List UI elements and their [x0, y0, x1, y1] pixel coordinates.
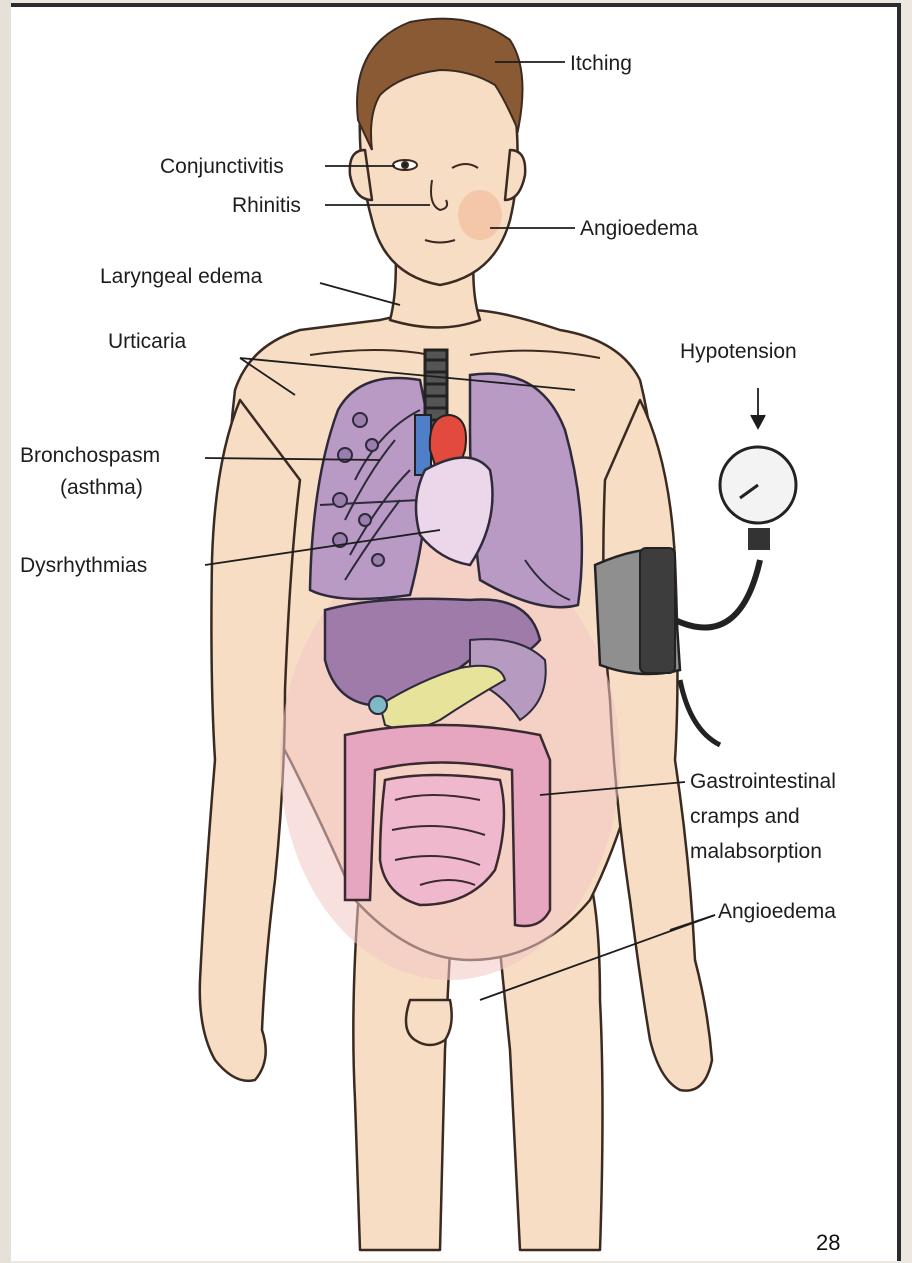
left-pupil [402, 162, 408, 168]
leader-laryngeal [320, 283, 400, 305]
label-asthma: (asthma) [60, 476, 143, 499]
right-arm [603, 400, 712, 1091]
label-laryngeal-edema: Laryngeal edema [100, 265, 263, 288]
cuff-tube-lower [680, 680, 720, 745]
vena-cava [415, 415, 431, 475]
page-number: 28 [816, 1230, 840, 1256]
label-gi-2: cramps and [690, 805, 800, 828]
cheek-swelling [458, 190, 502, 240]
label-bronchospasm: Bronchospasm [20, 444, 160, 467]
cuff-strap [640, 548, 675, 673]
label-conjunctivitis: Conjunctivitis [160, 155, 284, 178]
label-rhinitis: Rhinitis [232, 194, 301, 217]
gauge-neck [748, 528, 770, 550]
cuff-tube [675, 560, 760, 628]
genital-area [406, 1000, 452, 1045]
right-ear [505, 150, 525, 200]
tube-break-1 [742, 615, 775, 625]
label-hypotension: Hypotension [680, 340, 797, 363]
gallbladder [369, 696, 387, 714]
label-gi-3: malabsorption [690, 840, 822, 863]
label-dysrhythmias: Dysrhythmias [20, 554, 147, 577]
label-itching: Itching [570, 52, 632, 75]
label-angioedema-face: Angioedema [580, 217, 698, 240]
label-angioedema-limbs: Angioedema [718, 900, 836, 923]
label-gi-1: Gastrointestinal [690, 770, 836, 793]
label-urticaria: Urticaria [108, 330, 186, 353]
leader-hypotension-arrow [751, 415, 765, 428]
